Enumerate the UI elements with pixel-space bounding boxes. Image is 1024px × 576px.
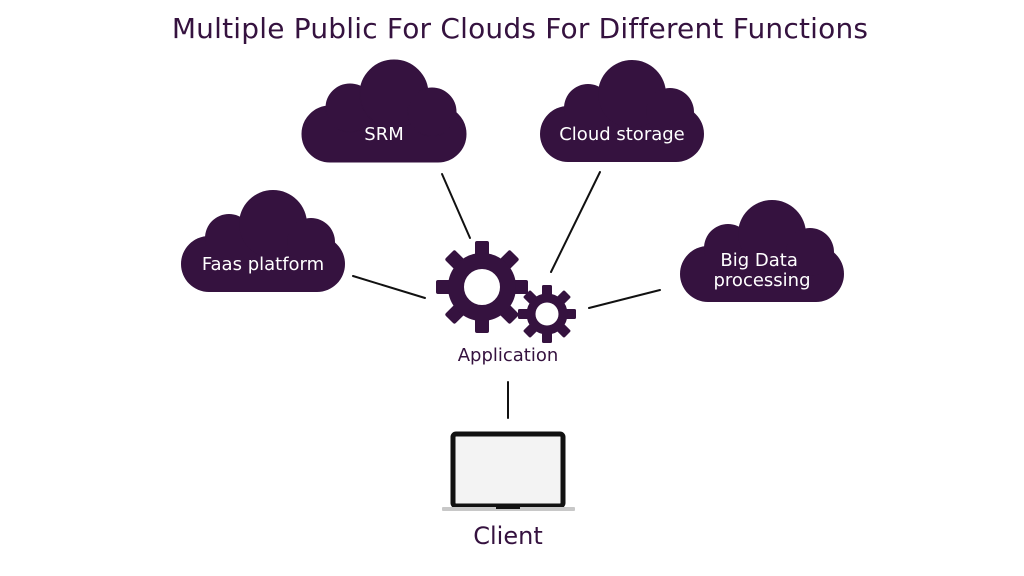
connector-faas bbox=[352, 275, 426, 299]
cloud-big-data: Big Data processing bbox=[680, 200, 844, 302]
small-gear-icon bbox=[518, 285, 576, 343]
cloud-label-faas-platform: Faas platform bbox=[202, 254, 324, 275]
connector-srm bbox=[441, 173, 471, 239]
cloud-label-big-data-line1: Big Data bbox=[720, 250, 797, 271]
connector-lines bbox=[352, 171, 661, 419]
cloud-icon bbox=[540, 60, 704, 162]
cloud-label-big-data: Big Data processing bbox=[713, 250, 810, 291]
cloud-label-cloud-storage: Cloud storage bbox=[559, 124, 685, 145]
client-label: Client bbox=[473, 522, 542, 550]
large-gear-icon bbox=[436, 241, 528, 333]
cloud-srm: SRM bbox=[301, 59, 467, 163]
laptop-notch bbox=[496, 507, 520, 509]
cloud-cloud-storage: Cloud storage bbox=[540, 60, 704, 162]
connector-big-data bbox=[588, 289, 661, 309]
gears-icon bbox=[436, 241, 576, 343]
cloud-label-srm: SRM bbox=[364, 124, 403, 145]
cloud-icon bbox=[301, 59, 467, 163]
cloud-icon bbox=[181, 190, 345, 292]
application-label: Application bbox=[458, 345, 559, 366]
laptop-icon bbox=[442, 431, 575, 511]
cloud-label-big-data-line2: processing bbox=[713, 270, 810, 291]
diagram-title: Multiple Public For Clouds For Different… bbox=[172, 12, 868, 45]
connector-cloud-storage bbox=[550, 171, 601, 273]
laptop-screen bbox=[450, 431, 566, 509]
cloud-icon bbox=[680, 200, 844, 302]
cloud-faas-platform: Faas platform bbox=[181, 190, 345, 292]
